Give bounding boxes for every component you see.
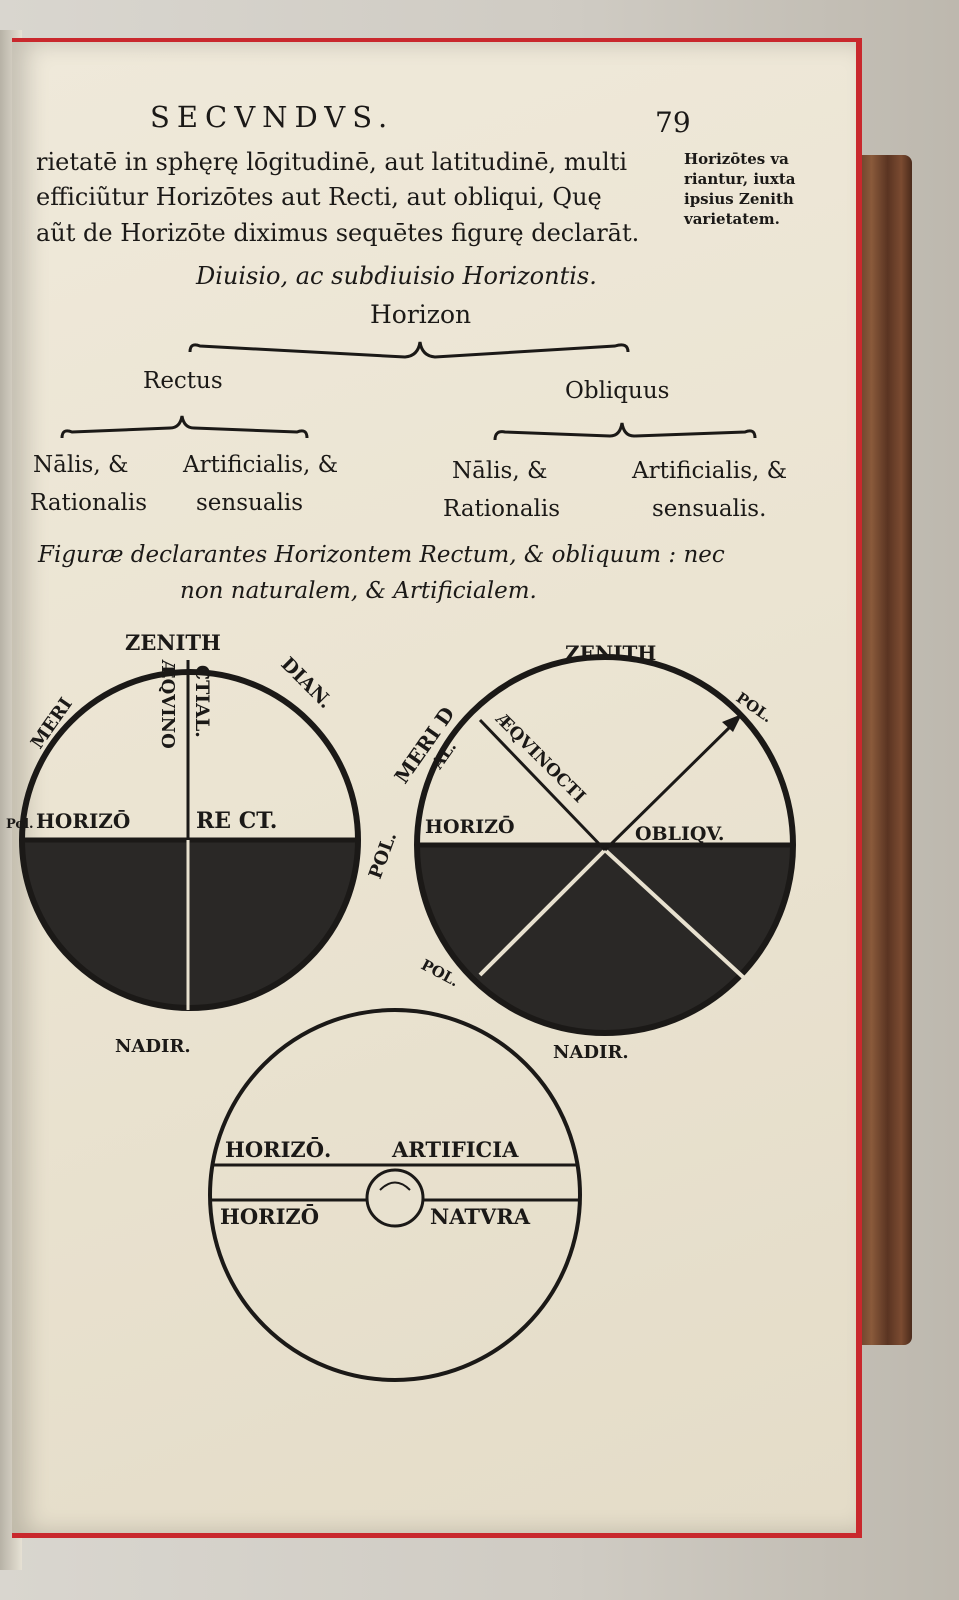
diagram-horizon-artificialis-naturalis <box>208 1008 582 1382</box>
bottom-natura-label: NATVRA <box>430 1204 531 1229</box>
page-number: 79 <box>655 106 691 139</box>
right-pol-top-label: POL. <box>733 689 776 727</box>
tree-braces <box>60 341 757 441</box>
tree-obliquus-a-1: Nālis, & <box>452 458 548 484</box>
book-page <box>12 38 862 1538</box>
bottom-artificia-label: ARTIFICIA <box>391 1137 519 1162</box>
bottom-horizo-natural-label: HORIZŌ <box>220 1204 319 1229</box>
tree-rectus-a-2: Rationalis <box>30 490 148 516</box>
body-line-1: rietatē in sphęrę lōgitudinē, aut latitu… <box>36 148 628 176</box>
margin-note-line-2: riantur, iuxta <box>684 170 796 188</box>
tree-rectus-b-2: sensualis <box>196 490 304 516</box>
left-zenith-label: ZENITH <box>125 630 221 655</box>
right-aequinocti-label: ÆQVINOCTI <box>491 709 589 807</box>
right-nadir-label: NADIR. <box>553 1042 629 1063</box>
left-nadir-label: NADIR. <box>115 1036 191 1057</box>
margin-note-line-4: varietatem. <box>684 210 780 228</box>
tree-obliquus-b-2: sensualis. <box>652 496 767 522</box>
tree-obliquus-a-2: Rationalis <box>443 496 561 522</box>
figure-caption-line-1: Figuræ declarantes Horizontem Rectum, & … <box>38 542 725 568</box>
right-zenith-label: ZENITH <box>565 641 656 665</box>
tree-rectus-a-1: Nālis, & <box>33 452 129 478</box>
right-obliqu-label: OBLIQV. <box>635 823 724 845</box>
tree-rectus-b-1: Artificialis, & <box>183 452 339 478</box>
left-aequino-label: ÆQVINO <box>157 659 178 749</box>
left-horizo-label: HORIZŌ <box>36 809 130 833</box>
tree-obliquus: Obliquus <box>565 378 670 404</box>
running-head: SECVNDVS. <box>150 100 395 134</box>
bottom-horizo-artificial-label: HORIZŌ. <box>225 1137 331 1162</box>
tree-rectus: Rectus <box>143 368 223 394</box>
body-line-3: aũt de Horizōte diximus sequētes figurę … <box>36 219 640 247</box>
left-rect-label: RE CT. <box>196 808 277 834</box>
margin-note-line-3: ipsius Zenith <box>684 190 794 208</box>
right-pol-left-label: POL. <box>365 829 401 881</box>
tree-root: Horizon <box>370 300 472 329</box>
book-spine <box>858 155 912 1345</box>
diagram-horizon-rectus <box>19 660 361 1011</box>
margin-note-line-1: Horizōtes va <box>684 150 789 168</box>
left-ctial-label: CTIAL. <box>191 665 213 738</box>
division-title: Diuisio, ac subdiuisio Horizontis. <box>196 262 597 290</box>
right-horizo-label: HORIZŌ <box>425 815 515 838</box>
body-line-2: efficiũtur Horizōtes aut Recti, aut obli… <box>36 183 602 211</box>
left-pol-label: Pol. <box>6 817 34 832</box>
tree-obliquus-b-1: Artificialis, & <box>632 458 788 484</box>
figure-caption-line-2: non naturalem, & Artificialem. <box>180 578 537 604</box>
